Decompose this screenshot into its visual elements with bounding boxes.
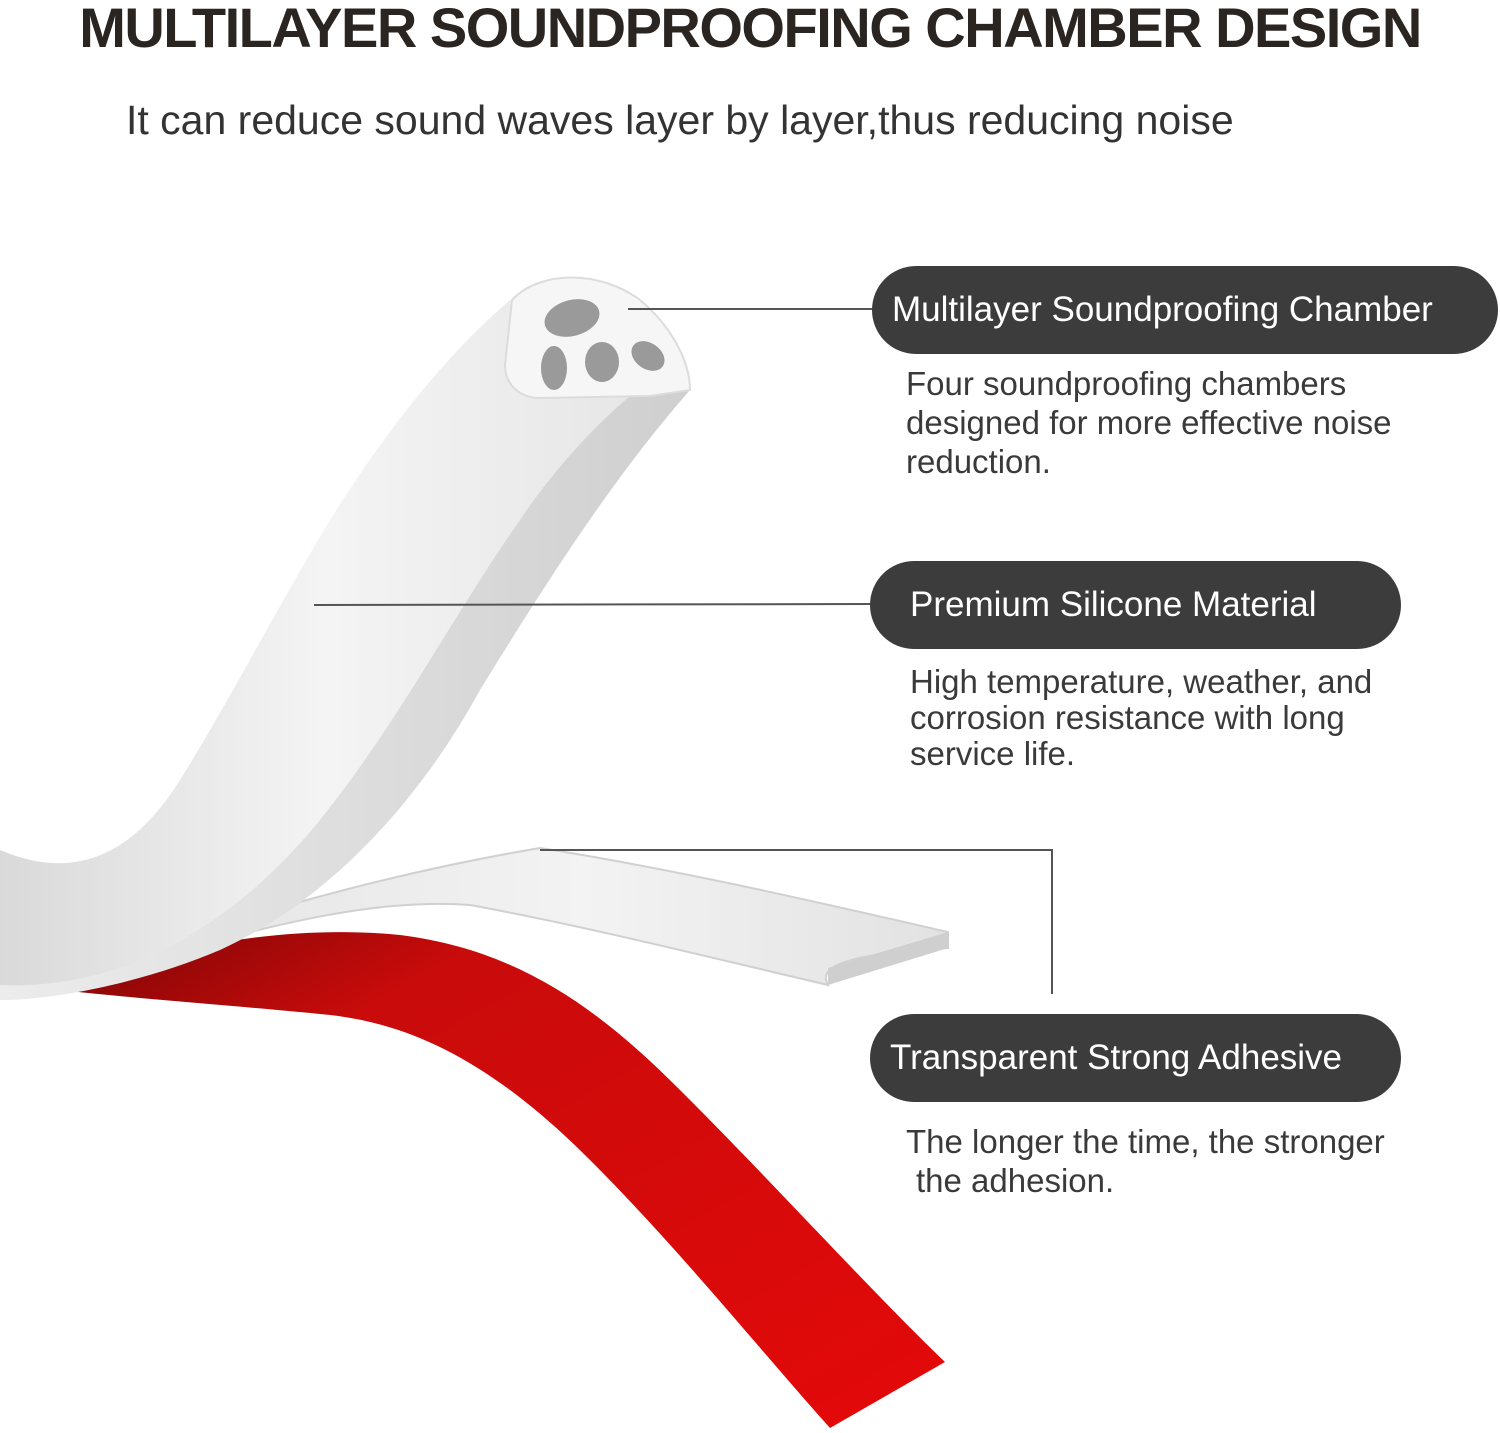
silicone-strip-face — [0, 300, 650, 986]
leader-line-material — [313, 603, 873, 606]
chamber-3 — [585, 342, 619, 382]
feature-label-material: Premium Silicone Material — [870, 561, 1401, 649]
adhesive-tape-edge — [828, 932, 948, 985]
feature-desc-adhesive-line1: The longer the time, the stronger — [906, 1123, 1385, 1160]
adhesive-tape-layer — [39, 846, 949, 987]
chamber-4 — [631, 341, 665, 371]
page-title: MULTILAYER SOUNDPROOFING CHAMBER DESIGN — [79, 0, 1422, 59]
feature-desc-adhesive: The longer the time, the stronger the ad… — [906, 1122, 1476, 1200]
page-subtitle: It can reduce sound waves layer by layer… — [126, 97, 1234, 143]
feature-desc-chamber: Four soundproofing chambers designed for… — [906, 365, 1392, 480]
chamber-2 — [541, 346, 567, 390]
feature-desc-material: High temperature, weather, and corrosion… — [910, 663, 1373, 772]
chamber-1 — [544, 299, 600, 337]
red-adhesive-liner — [60, 932, 945, 1428]
feature-desc-adhesive-line2: the adhesion. — [916, 1162, 1115, 1199]
feature-label-chamber: Multilayer Soundproofing Chamber — [872, 266, 1498, 354]
leader-line-adhesive — [540, 849, 1053, 994]
feature-label-adhesive: Transparent Strong Adhesive — [870, 1014, 1401, 1102]
